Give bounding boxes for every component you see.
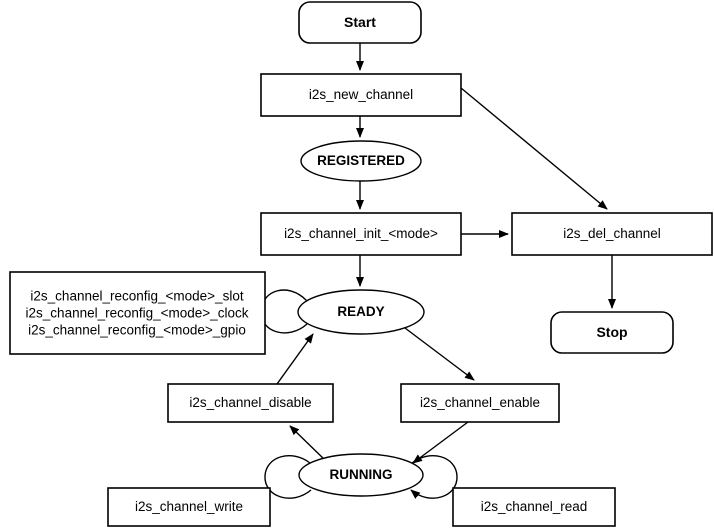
channel-enable-shape	[400, 383, 560, 423]
channel-enable-label: i2s_channel_enable	[420, 395, 540, 410]
edges-layer	[260, 43, 616, 499]
node-channel-init[interactable]: i2s_channel_init_<mode>	[260, 212, 462, 256]
registered-shape	[300, 140, 422, 182]
nodes-layer: Start i2s_new_channel REGISTERED i2s_cha…	[9, 1, 713, 527]
channel-disable-label: i2s_channel_disable	[189, 395, 311, 410]
del-channel-label: i2s_del_channel	[563, 226, 661, 241]
start-label: Start	[344, 14, 376, 30]
channel-init-shape	[260, 212, 462, 256]
ready-shape	[297, 289, 425, 335]
channel-write-label: i2s_channel_write	[135, 499, 243, 514]
node-channel-disable[interactable]: i2s_channel_disable	[167, 383, 334, 423]
del-channel-shape	[511, 212, 713, 256]
channel-read-label: i2s_channel_read	[481, 499, 588, 514]
edge-channel-enable-to-running	[412, 421, 469, 464]
edge-running-self-loop-read	[410, 455, 458, 499]
channel-init-label: i2s_channel_init_<mode>	[284, 226, 438, 241]
registered-label: REGISTERED	[317, 153, 405, 168]
node-channel-read[interactable]: i2s_channel_read	[452, 487, 616, 527]
edge-channel-disable-to-ready	[276, 333, 314, 385]
node-channel-write[interactable]: i2s_channel_write	[107, 487, 271, 527]
channel-read-shape	[452, 487, 616, 527]
edge-new-channel-to-del-channel	[460, 87, 608, 210]
reconfig-shape	[9, 271, 266, 355]
edge-running-self-loop-write	[264, 455, 320, 499]
node-del-channel[interactable]: i2s_del_channel	[511, 212, 713, 256]
stop-shape	[550, 311, 674, 354]
node-reconfig-list[interactable]: i2s_channel_reconfig_<mode>_slot i2s_cha…	[9, 271, 266, 355]
node-running[interactable]: RUNNING	[298, 453, 424, 497]
reconfig-label-gpio: i2s_channel_reconfig_<mode>_gpio	[28, 323, 246, 338]
node-start[interactable]: Start	[298, 1, 422, 44]
node-ready[interactable]: READY	[297, 289, 425, 335]
node-stop[interactable]: Stop	[550, 311, 674, 354]
channel-write-shape	[107, 487, 271, 527]
node-new-channel[interactable]: i2s_new_channel	[260, 73, 462, 117]
stop-label: Stop	[596, 324, 627, 340]
running-shape	[298, 453, 424, 497]
running-label: RUNNING	[330, 467, 393, 482]
node-channel-enable[interactable]: i2s_channel_enable	[400, 383, 560, 423]
channel-disable-shape	[167, 383, 334, 423]
node-registered[interactable]: REGISTERED	[300, 140, 422, 182]
edge-ready-to-channel-enable	[404, 327, 475, 381]
new-channel-shape	[260, 73, 462, 117]
new-channel-label: i2s_new_channel	[309, 87, 413, 102]
reconfig-label-slot: i2s_channel_reconfig_<mode>_slot	[30, 289, 243, 304]
ready-label: READY	[337, 304, 384, 319]
edge-running-to-channel-disable	[289, 425, 328, 463]
start-shape	[298, 1, 422, 44]
reconfig-label-clock: i2s_channel_reconfig_<mode>_clock	[26, 306, 249, 321]
